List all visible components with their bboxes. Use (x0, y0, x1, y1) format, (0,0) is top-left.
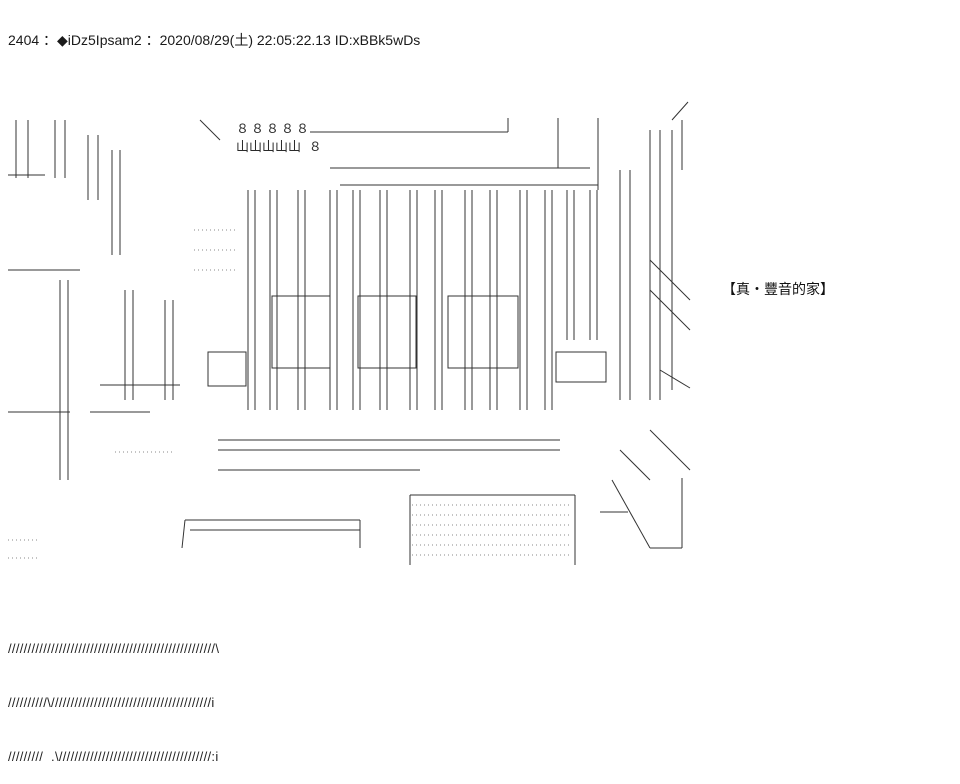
art-caption: 【真・豐音的家】 (722, 282, 834, 298)
columns (247, 120, 683, 410)
footer-slashes: ////////////////////////////////////////… (8, 604, 219, 784)
ceiling-lines (199, 118, 599, 190)
post-header: 2404 ：◆iDz5Ipsam2 ：2020/08/29(土) 22:05:2… (8, 32, 421, 48)
window-panels (207, 295, 607, 387)
footer-line-3: ///////// .\////////////////////////////… (8, 749, 219, 764)
footer-line-2: //////////\/////////////////////////////… (8, 695, 215, 710)
footer-line-1: ////////////////////////////////////////… (8, 641, 220, 656)
floor-lines (181, 439, 683, 565)
ascii-art-house (8, 101, 691, 565)
left-wall-lines (8, 120, 180, 480)
right-diagonals (611, 101, 691, 549)
numbers-row-2: 山山山山山 ８ (236, 140, 322, 155)
numbers-row: ８８８８８ (236, 122, 312, 137)
